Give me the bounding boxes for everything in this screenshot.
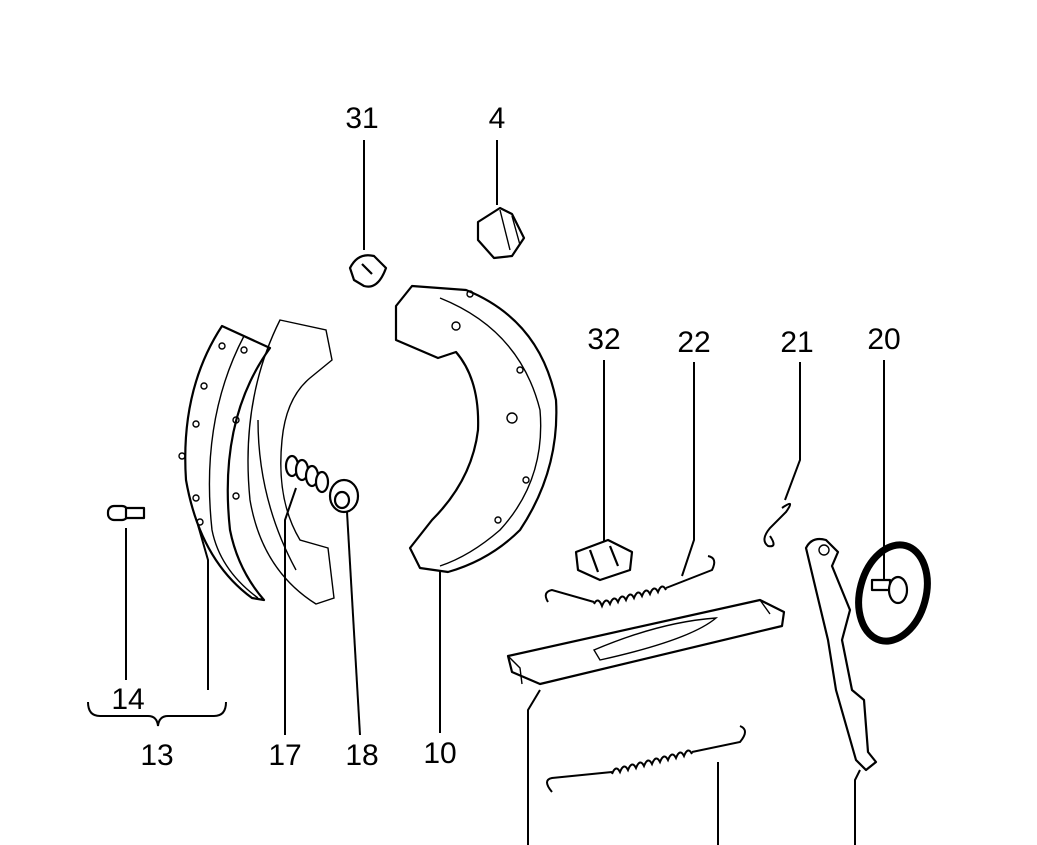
part-32-clip: [574, 538, 634, 582]
part-17-spring: [284, 454, 330, 494]
callout-18: 18: [345, 739, 378, 772]
part-18-cup: [328, 478, 360, 514]
callout-10: 10: [423, 737, 456, 770]
highlight-circle: [855, 541, 931, 645]
part-4-cap: [476, 206, 526, 260]
callout-14: 14: [111, 683, 144, 716]
callout-17: 17: [268, 739, 301, 772]
callout-21: 21: [780, 326, 813, 359]
callout-32: 32: [587, 323, 620, 356]
part-10-brake-shoe: [394, 284, 558, 574]
callout-20: 20: [867, 323, 900, 356]
part-13-lining: [178, 324, 272, 602]
part-20-pin: [870, 575, 909, 605]
part-22-spring: [544, 555, 716, 609]
lower-spring: [546, 725, 746, 793]
part-31-clip: [348, 254, 388, 288]
callout-22: 22: [677, 326, 710, 359]
part-14-pin: [106, 504, 146, 522]
part-13-backing: [232, 319, 335, 605]
callout-4: 4: [489, 102, 506, 135]
callout-13: 13: [140, 739, 173, 772]
leader-lines: [87, 140, 885, 845]
callout-31: 31: [345, 102, 378, 135]
part-21-link: [763, 502, 792, 548]
handbrake-lever: [804, 537, 878, 772]
strut-bar: [506, 598, 786, 686]
